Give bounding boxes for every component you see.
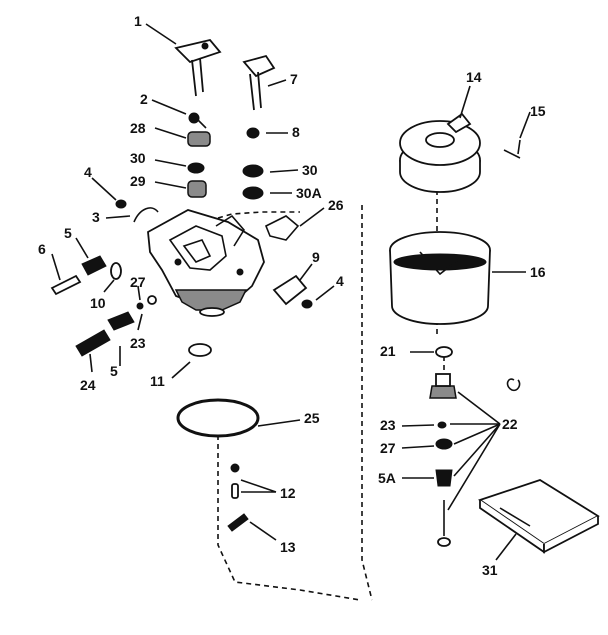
label-25: 25 xyxy=(304,410,320,426)
label-26: 26 xyxy=(328,197,344,213)
part-29-bushing xyxy=(187,180,207,198)
label-2: 2 xyxy=(140,91,148,107)
label-30A: 30A xyxy=(296,185,322,201)
label-3: 3 xyxy=(92,209,100,225)
label-4-upper: 4 xyxy=(84,164,92,180)
label-27-right: 27 xyxy=(380,440,396,456)
label-14: 14 xyxy=(466,69,482,85)
label-23-right: 23 xyxy=(380,417,396,433)
label-9: 9 xyxy=(312,249,320,265)
label-5-lower: 5 xyxy=(110,363,118,379)
part-27-23-small xyxy=(136,295,157,310)
label-16: 16 xyxy=(530,264,546,280)
part-30-washer-left xyxy=(187,162,205,174)
label-29: 29 xyxy=(130,173,146,189)
label-21: 21 xyxy=(380,343,396,359)
label-8: 8 xyxy=(292,124,300,140)
part-22-bowl-nut xyxy=(429,373,457,399)
part-23-washer-right xyxy=(437,421,447,429)
label-27-left: 27 xyxy=(130,274,146,290)
part-3-clip xyxy=(133,207,159,223)
part-25-gasket xyxy=(176,398,260,438)
label-7: 7 xyxy=(290,71,298,87)
label-1: 1 xyxy=(134,13,142,29)
leader-lines xyxy=(51,23,531,561)
label-10: 10 xyxy=(90,295,106,311)
part-31-gasket-kit xyxy=(478,479,600,554)
part-5A-needle xyxy=(435,469,453,547)
part-4-upper xyxy=(115,199,127,209)
label-5-upper: 5 xyxy=(64,225,72,241)
part-8-screw xyxy=(246,127,260,139)
assembly-guide-lines xyxy=(217,190,445,601)
label-23-left: 23 xyxy=(130,335,146,351)
part-16-float-bowl xyxy=(389,231,491,325)
part-12-pieces xyxy=(230,463,240,499)
part-30A-washer xyxy=(242,186,264,200)
label-22: 22 xyxy=(502,416,518,432)
part-13-pin xyxy=(227,513,249,532)
label-11: 11 xyxy=(150,373,165,389)
part-24-idle-screw xyxy=(75,329,111,357)
part-26-choke-plate xyxy=(264,215,300,241)
label-30-left: 30 xyxy=(130,150,146,166)
part-9-bracket xyxy=(272,274,308,306)
label-31: 31 xyxy=(482,562,498,578)
part-4-lower xyxy=(301,299,313,309)
part-28-shaft xyxy=(187,131,211,147)
carburetor-body xyxy=(147,209,265,317)
label-12: 12 xyxy=(280,485,296,501)
part-15-pin xyxy=(503,139,521,159)
label-28: 28 xyxy=(130,120,146,136)
label-15: 15 xyxy=(530,103,546,119)
part-30-washer-right xyxy=(242,164,264,178)
label-6: 6 xyxy=(38,241,46,257)
part-5-spring-lower xyxy=(107,311,135,331)
label-4-lower: 4 xyxy=(336,273,344,289)
label-5A: 5A xyxy=(378,470,396,486)
part-21-gasket xyxy=(435,346,453,358)
label-30-right: 30 xyxy=(302,162,318,178)
part-misc-small xyxy=(506,378,521,392)
part-11-plug xyxy=(188,343,212,357)
callout-labels: 1 2 28 30 29 4 3 5 6 10 27 23 24 5 11 7 … xyxy=(38,13,546,578)
part-5-spring-upper xyxy=(81,255,107,276)
label-13: 13 xyxy=(280,539,296,555)
part-2-screw xyxy=(188,112,207,129)
part-7-choke-lever xyxy=(242,54,276,111)
part-10-washer xyxy=(110,262,122,280)
part-14-float xyxy=(399,112,481,193)
label-24: 24 xyxy=(80,377,96,393)
part-6-needle xyxy=(50,274,82,296)
part-27-washer-right xyxy=(435,438,453,450)
part-1-throttle-bracket xyxy=(174,38,222,97)
